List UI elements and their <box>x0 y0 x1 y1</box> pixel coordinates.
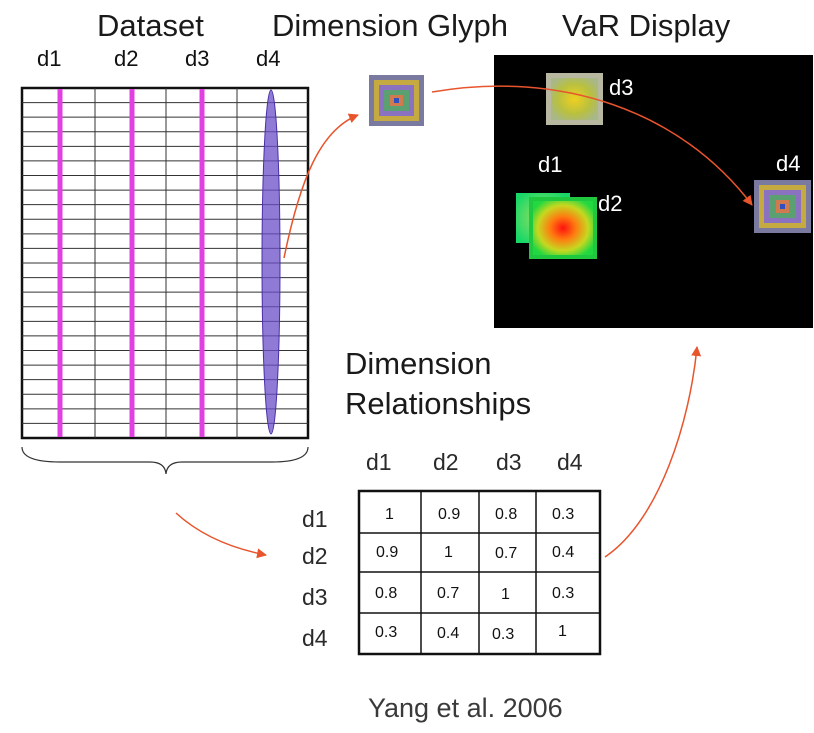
matrix-col-header-d3: d3 <box>496 449 522 475</box>
dataset-col-label-d3: d3 <box>185 46 209 71</box>
var-label-d4: d4 <box>776 151 800 176</box>
var-display-title: VaR Display <box>562 8 731 43</box>
dataset-title: Dataset <box>97 8 204 43</box>
matrix-cell: 0.8 <box>495 506 517 523</box>
dataset-table <box>20 86 310 440</box>
matrix-row-header-d1: d1 <box>302 506 328 532</box>
matrix-cell: 1 <box>558 623 567 640</box>
highlighted-dimension-d4 <box>261 89 281 435</box>
dimension-lines <box>57 89 205 437</box>
matrix-cell: 1 <box>501 586 510 603</box>
matrix-cell: 0.3 <box>552 585 574 602</box>
dataset-col-label-d1: d1 <box>37 46 61 71</box>
relationships-title-line2: Relationships <box>345 386 531 421</box>
citation: Yang et al. 2006 <box>368 693 563 723</box>
matrix-cell: 1 <box>444 544 453 561</box>
dataset-col-label-d4: d4 <box>256 46 280 71</box>
matrix-col-header-d2: d2 <box>433 449 459 475</box>
var-glyph-d2-fill <box>533 201 593 255</box>
glyph-core <box>394 98 399 103</box>
dataset-row-lines <box>22 102 308 424</box>
matrix-cell: 0.4 <box>552 544 574 561</box>
arrow-dataset-to-glyph <box>283 113 359 259</box>
relationship-matrix: d1 d2 d3 d4 d1 d2 d3 d4 1 0.9 0.8 0.3 0.… <box>302 449 602 656</box>
matrix-row-header-d4: d4 <box>302 625 328 651</box>
matrix-col-header-d1: d1 <box>366 449 392 475</box>
matrix-col-header-d4: d4 <box>557 449 583 475</box>
var-display-panel: d3 d1 d2 d4 <box>494 55 813 328</box>
relationships-title-line1: Dimension <box>345 346 491 381</box>
arrow-glyph-to-display <box>431 85 753 206</box>
matrix-cell: 1 <box>385 506 394 523</box>
dataset-brace <box>21 446 309 475</box>
matrix-row-header-d3: d3 <box>302 584 328 610</box>
dataset-col-label-d2: d2 <box>114 46 138 71</box>
matrix-cell: 0.9 <box>376 544 398 561</box>
var-label-d2: d2 <box>598 191 622 216</box>
dataset-column-lines <box>94 88 238 438</box>
matrix-cell: 0.7 <box>437 585 459 602</box>
arrow-matrix-to-display <box>604 346 702 558</box>
matrix-cell: 0.3 <box>492 626 514 643</box>
var-label-d1: d1 <box>538 152 562 177</box>
arrow-dataset-to-matrix <box>175 512 267 559</box>
matrix-grid-lines <box>359 491 600 654</box>
var-label-d3: d3 <box>609 75 633 100</box>
matrix-cell: 0.3 <box>375 624 397 641</box>
dimension-glyph <box>369 75 424 126</box>
matrix-cell: 0.9 <box>438 506 460 523</box>
dimension-glyph-title: Dimension Glyph <box>272 8 508 43</box>
matrix-cell: 0.4 <box>437 625 459 642</box>
matrix-cell: 0.3 <box>552 506 574 523</box>
var-glyph-d4-core <box>780 204 785 209</box>
matrix-cell: 0.7 <box>495 545 517 562</box>
matrix-row-header-d2: d2 <box>302 543 328 569</box>
matrix-cell: 0.8 <box>375 585 397 602</box>
var-glyph-d3-fill <box>551 78 598 120</box>
